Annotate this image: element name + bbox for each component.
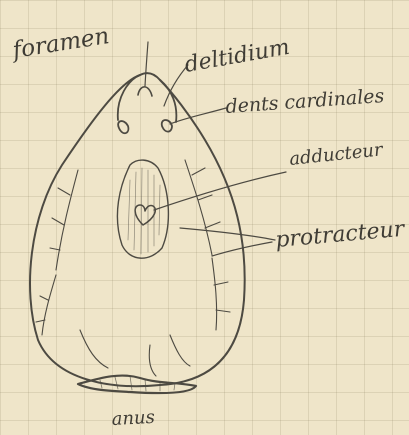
leader-protracteur (180, 228, 275, 240)
label-dents-cardinales: dents cardinales (225, 85, 385, 118)
foramen-notch (138, 87, 152, 96)
label-adducteur: adducteur (288, 139, 385, 170)
cardinal-tooth-right (162, 120, 172, 132)
leader-foramen (145, 42, 148, 86)
muscle-branches-right (185, 160, 230, 330)
cardinal-tooth-left (118, 121, 128, 133)
shell-outline (30, 73, 245, 386)
anal-opening (78, 376, 196, 394)
leader-deltidium (164, 65, 188, 106)
label-foramen: foramen (9, 23, 111, 64)
leader-adducteur (154, 172, 286, 210)
label-deltidium: deltidium (183, 35, 292, 78)
label-anus: anus (111, 407, 155, 430)
heart-mark (135, 205, 155, 225)
label-protracteur: protracteur (274, 217, 406, 253)
adductor-scar (117, 160, 168, 258)
muscle-marks-lower (80, 330, 190, 376)
muscle-branches-left (36, 170, 78, 335)
leader-dents (170, 108, 226, 124)
